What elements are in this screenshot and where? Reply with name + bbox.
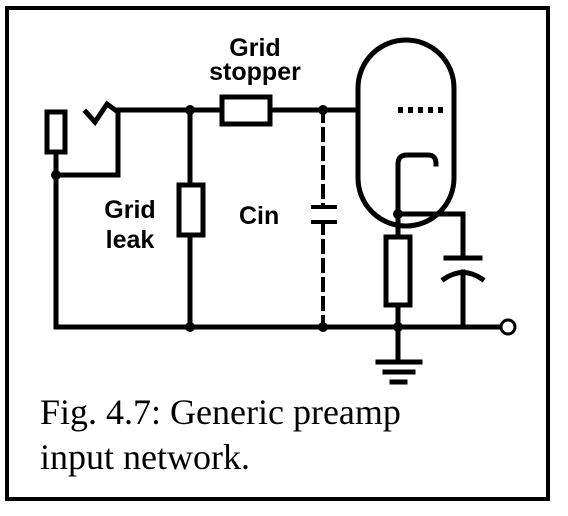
figure-frame <box>5 6 550 501</box>
junction-dot <box>185 322 195 332</box>
junction-dot <box>185 105 195 115</box>
tube-envelope <box>355 37 457 229</box>
junction-dot <box>393 209 403 219</box>
grid-stopper-label-line1: Grid <box>229 34 280 62</box>
figure-caption: Fig. 4.7: Generic preamp input network. <box>40 390 520 480</box>
input-jack-switch-contact <box>53 100 121 178</box>
grid-leak-label-line2: leak <box>106 226 155 254</box>
input-jack-sleeve <box>44 109 68 155</box>
junction-dot <box>318 322 328 332</box>
cin-label: Cin <box>239 202 279 230</box>
grid-leak-label-line1: Grid <box>104 196 155 224</box>
junction-dot <box>393 322 403 332</box>
cathode-resistor <box>383 234 413 308</box>
caption-line-2: input network. <box>40 437 250 477</box>
grid-stopper-resistor <box>219 94 273 127</box>
junction-dot <box>318 105 328 115</box>
bypass-cap-wire <box>395 211 466 258</box>
junction-dot <box>51 170 61 180</box>
tube-cathode <box>395 152 439 215</box>
caption-line-1: Fig. 4.7: Generic preamp <box>40 392 401 432</box>
output-terminal <box>499 318 517 336</box>
grid-leak-resistor <box>176 182 206 238</box>
grid-stopper-label-line2: stopper <box>209 58 301 86</box>
